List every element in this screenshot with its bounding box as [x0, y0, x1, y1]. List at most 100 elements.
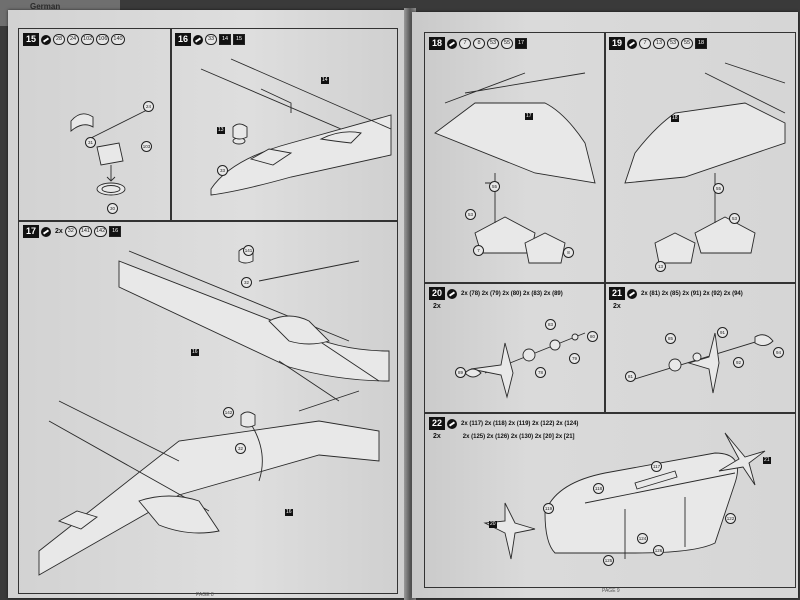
part-label: 30: [107, 203, 118, 214]
step-17-header: 17 2x 32 141 142 16: [23, 225, 122, 238]
part-callout: 55: [681, 38, 694, 49]
step-22-row2: 2x 2x (125) 2x (126) 2x (130) 2x [20] 2x…: [431, 433, 575, 440]
glue-icon: [627, 288, 638, 299]
part-label: 126: [653, 545, 664, 556]
step-16-header: 16 33 14 15: [175, 33, 246, 46]
step-16-panel: 16 33 14 15 14 13 33: [170, 28, 398, 222]
part-label: 124: [637, 533, 648, 544]
part-callout: 7: [639, 38, 652, 49]
glue-icon: [447, 288, 458, 299]
step-18-drawing: [434, 72, 596, 264]
step-number: 18: [429, 37, 446, 50]
part-label: 142: [223, 407, 234, 418]
step-15-header: 15 28 24 102 106 140: [23, 33, 125, 46]
page-number: PAGE 9: [602, 588, 620, 594]
glue-icon: [627, 38, 638, 49]
part-label: 94: [773, 347, 784, 358]
step-19-panel: 19 7 13 53 55 18 18 55 53 13: [604, 32, 796, 284]
decal-label: 14: [321, 77, 329, 84]
part-label: 53: [465, 209, 476, 220]
part-label: 122: [725, 513, 736, 524]
part-label: 55: [489, 181, 500, 192]
part-callout: 32: [64, 226, 77, 237]
parts-list: 2x (117) 2x (118) 2x (119) 2x (122) 2x (…: [461, 420, 579, 427]
step-22-drawing: [483, 432, 766, 560]
part-label: 118: [593, 483, 604, 494]
right-page: 18 7 8 53 55 17 17 55 53 7 8 19 7 13 53 …: [412, 12, 798, 598]
step-15-drawing: [70, 108, 150, 196]
part-callout: 8: [473, 38, 486, 49]
part-label: 53: [729, 213, 740, 224]
part-callout: 7: [459, 38, 472, 49]
step-number: 19: [609, 37, 626, 50]
part-callout: 24: [67, 34, 80, 45]
glue-icon: [41, 226, 52, 237]
part-label: 24: [143, 101, 154, 112]
decal-label: 16: [191, 349, 199, 356]
part-label: 117: [651, 461, 662, 472]
part-label: 85: [665, 333, 676, 344]
part-label: 79: [569, 353, 580, 364]
glue-icon: [447, 38, 458, 49]
multiplier: 2x: [433, 303, 441, 310]
step-22-panel: 22 2x (117) 2x (118) 2x (119) 2x (122) 2…: [424, 412, 796, 588]
multiplier: 2x: [55, 228, 63, 235]
step-15-panel: 15 28 24 102 106 140 24 31 103 30: [18, 28, 172, 222]
step-20-drawing: [464, 332, 586, 399]
step-17-drawing: [38, 247, 390, 576]
part-callout: 33: [205, 34, 218, 45]
step-20-panel: 20 2x (78) 2x (79) 2x (80) 2x (83) 2x (8…: [424, 282, 606, 414]
part-callout: 140: [111, 34, 125, 45]
decal-label: 18: [671, 115, 679, 122]
part-label: 141: [243, 245, 254, 256]
step-18-panel: 18 7 8 53 55 17 17 55 53 7 8: [424, 32, 606, 284]
part-label: 119: [543, 503, 554, 514]
part-label: 89: [455, 367, 466, 378]
decal-callout: 15: [233, 34, 246, 45]
step-number: 17: [23, 225, 40, 238]
part-label: 55: [713, 183, 724, 194]
step-18-header: 18 7 8 53 55 17: [429, 37, 528, 50]
multiplier: 2x: [433, 433, 441, 440]
part-label: 78: [535, 367, 546, 378]
part-label: 32: [235, 443, 246, 454]
glue-icon: [41, 34, 52, 45]
decal-label: 21: [763, 457, 771, 464]
part-label: 103: [141, 141, 152, 152]
left-page: 15 28 24 102 106 140 24 31 103 30 16 33 …: [8, 10, 408, 598]
step-21-header: 21 2x (81) 2x (85) 2x (91) 2x (92) 2x (9…: [609, 287, 743, 300]
part-label: 91: [717, 327, 728, 338]
decal-label: 16: [285, 509, 293, 516]
part-label: 81: [625, 371, 636, 382]
step-20-header: 20 2x (78) 2x (79) 2x (80) 2x (83) 2x (8…: [429, 287, 563, 300]
step-19-drawing: [624, 62, 786, 264]
part-label: 7: [473, 245, 484, 256]
part-label: 125: [603, 555, 614, 566]
glue-icon: [193, 34, 204, 45]
step-22-header: 22 2x (117) 2x (118) 2x (119) 2x (122) 2…: [429, 417, 578, 430]
parts-list: 2x (78) 2x (79) 2x (80) 2x (83) 2x (89): [461, 290, 563, 297]
step-21-panel: 21 2x (81) 2x (85) 2x (91) 2x (92) 2x (9…: [604, 282, 796, 414]
part-label: 8: [563, 247, 574, 258]
page-number: PAGE 8: [196, 592, 214, 598]
parts-list: 2x (125) 2x (126) 2x (130) 2x [20] 2x [2…: [462, 433, 575, 440]
part-label: 92: [733, 357, 744, 368]
part-callout: 106: [96, 34, 110, 45]
decal-label: 20: [489, 521, 497, 528]
step-number: 20: [429, 287, 446, 300]
part-callout: 102: [81, 34, 95, 45]
decal-label: 13: [217, 127, 225, 134]
part-callout: 13: [653, 38, 666, 49]
part-callout: 53: [667, 38, 680, 49]
part-callout: 28: [53, 34, 66, 45]
part-label: 13: [655, 261, 666, 272]
step-number: 21: [609, 287, 626, 300]
decal-callout: 14: [219, 34, 232, 45]
part-label: 80: [587, 331, 598, 342]
glue-icon: [447, 418, 458, 429]
decal-callout: 16: [109, 226, 122, 237]
part-callout: 142: [94, 226, 108, 237]
decal-callout: 18: [695, 38, 708, 49]
step-number: 15: [23, 33, 40, 46]
part-label: 31: [85, 137, 96, 148]
